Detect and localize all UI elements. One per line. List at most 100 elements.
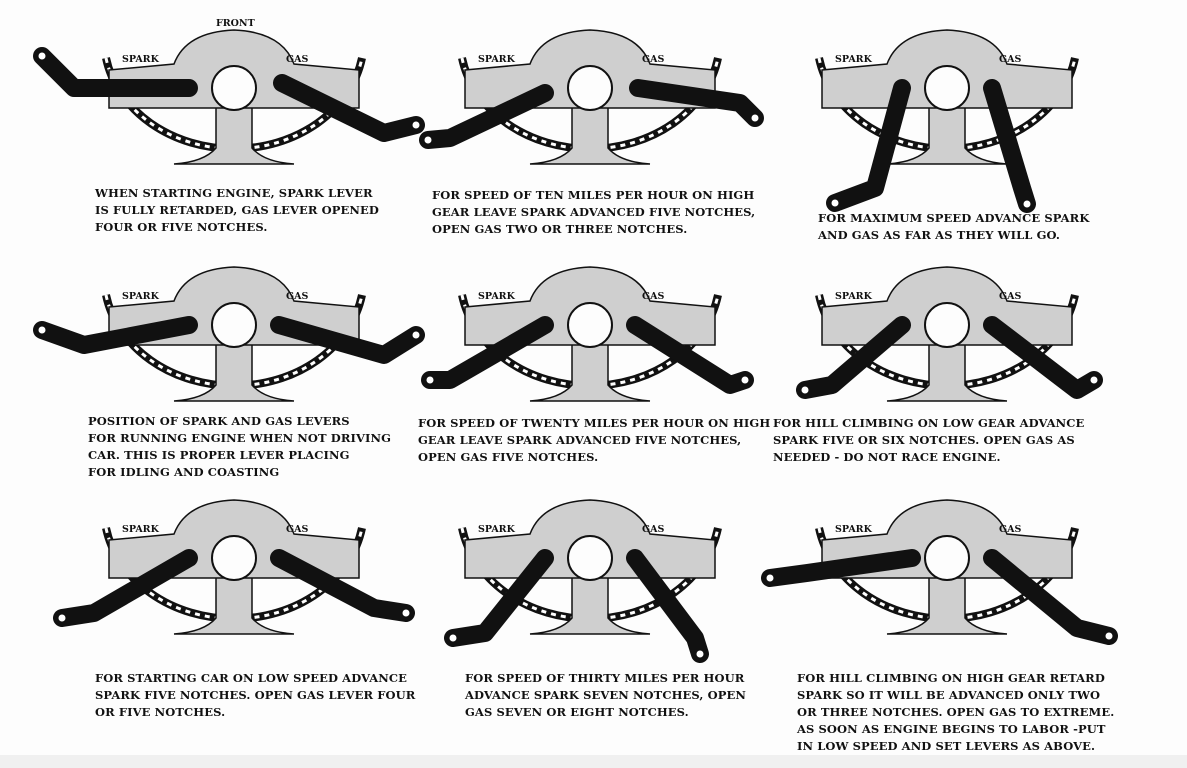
gas-lever-end-cap xyxy=(740,375,750,385)
gas-lever xyxy=(983,549,1118,645)
caption-line: FOUR OR FIVE NOTCHES. xyxy=(95,220,268,234)
gas-lever-end-cap xyxy=(695,649,705,659)
spark-label: SPARK xyxy=(122,54,160,65)
caption-line: IN LOW SPEED AND SET LEVERS AS ABOVE. xyxy=(797,739,1096,753)
caption-line: OPEN GAS TWO OR THREE NOTCHES. xyxy=(432,222,688,236)
caption-line: GEAR LEAVE SPARK ADVANCED FIVE NOTCHES, xyxy=(418,433,742,447)
quadrant-stem xyxy=(886,342,1008,402)
spark-lever xyxy=(761,549,921,587)
spark-lever xyxy=(33,47,198,97)
spark-lever-end-cap xyxy=(423,135,433,145)
caption-line: OR FIVE NOTCHES. xyxy=(95,705,226,719)
quadrant-stem xyxy=(173,105,295,165)
gas-label: GAS xyxy=(286,54,308,65)
caption-line: FOR SPEED OF TEN MILES PER HOUR ON HIGH xyxy=(432,188,755,202)
quadrant-stem xyxy=(529,342,651,402)
steering-column-hole xyxy=(567,302,613,348)
spark-label: SPARK xyxy=(478,524,516,535)
caption-line: SPARK FIVE NOTCHES. OPEN GAS LEVER FOUR xyxy=(95,688,416,702)
spark-lever xyxy=(421,316,554,389)
gas-lever-end-cap xyxy=(750,113,760,123)
caption-line: POSITION OF SPARK AND GAS LEVERS xyxy=(88,414,350,428)
caption-line: GEAR LEAVE SPARK ADVANCED FIVE NOTCHES, xyxy=(432,205,756,219)
quadrant-stem xyxy=(886,105,1008,165)
quadrant-diagram-starting-engine: SPARK GAS FRONT xyxy=(33,18,425,165)
spark-lever xyxy=(419,84,554,149)
caption-line: OR THREE NOTCHES. OPEN GAS TO EXTREME. xyxy=(797,705,1115,719)
gas-label: GAS xyxy=(286,524,308,535)
caption-hill-high-gear: FOR HILL CLIMBING ON HIGH GEAR RETARD SPA… xyxy=(797,670,1114,755)
caption-line: FOR HILL CLIMBING ON LOW GEAR ADVANCE xyxy=(773,416,1085,430)
steering-column-hole xyxy=(211,65,257,111)
gas-lever-end-cap xyxy=(1089,375,1099,385)
gas-lever xyxy=(273,74,425,142)
caption-ten-mph: FOR SPEED OF TEN MILES PER HOUR ON HIGH G… xyxy=(432,187,755,238)
spark-lever xyxy=(53,549,198,627)
caption-line: CAR. THIS IS PROPER LEVER PLACING xyxy=(88,448,350,462)
quadrant-diagram-ten-mph: SPARK GAS xyxy=(419,29,764,165)
caption-line: FOR IDLING AND COASTING xyxy=(88,465,280,479)
steering-column-hole xyxy=(567,535,613,581)
caption-line: ADVANCE SPARK SEVEN NOTCHES, OPEN xyxy=(465,688,746,702)
spark-lever-end-cap xyxy=(448,633,458,643)
steering-column-hole xyxy=(924,65,970,111)
caption-line: FOR HILL CLIMBING ON HIGH GEAR RETARD xyxy=(797,671,1105,685)
quadrant-stem xyxy=(173,575,295,635)
quadrant-stem xyxy=(529,105,651,165)
gas-lever xyxy=(983,316,1103,399)
spark-lever-end-cap xyxy=(765,573,775,583)
quadrant-diagram-starting-car-low: SPARK GAS xyxy=(53,499,415,635)
gas-label: GAS xyxy=(642,54,664,65)
spark-lever-end-cap xyxy=(800,385,810,395)
gas-label: GAS xyxy=(999,54,1021,65)
quadrant-stem xyxy=(886,575,1008,635)
spark-label: SPARK xyxy=(122,524,160,535)
caption-line: FOR STARTING CAR ON LOW SPEED ADVANCE xyxy=(95,671,407,685)
gas-lever-end-cap xyxy=(401,608,411,618)
gas-label: GAS xyxy=(642,291,664,302)
gas-lever-end-cap xyxy=(1104,631,1114,641)
steering-column-hole xyxy=(567,65,613,111)
quadrant-stem xyxy=(173,342,295,402)
spark-label: SPARK xyxy=(835,291,873,302)
caption-line: AND GAS AS FAR AS THEY WILL GO. xyxy=(818,228,1061,242)
quadrant-diagram-idling: SPARK GAS xyxy=(33,266,425,402)
gas-lever xyxy=(626,316,754,394)
spark-label: SPARK xyxy=(478,54,516,65)
caption-idling: POSITION OF SPARK AND GAS LEVERS FOR RUNN… xyxy=(88,413,391,481)
spark-label: SPARK xyxy=(122,291,160,302)
caption-line: FOR MAXIMUM SPEED ADVANCE SPARK xyxy=(818,211,1090,225)
quadrant-stem xyxy=(529,575,651,635)
spark-lever-end-cap xyxy=(37,51,47,61)
caption-maximum-speed: FOR MAXIMUM SPEED ADVANCE SPARK AND GAS A… xyxy=(818,210,1089,244)
front-label: FRONT xyxy=(216,18,255,29)
caption-line: FOR SPEED OF THIRTY MILES PER HOUR xyxy=(465,671,745,685)
caption-line: SPARK SO IT WILL BE ADVANCED ONLY TWO xyxy=(797,688,1101,702)
caption-starting-engine: WHEN STARTING ENGINE, SPARK LEVER IS FULL… xyxy=(95,185,379,236)
caption-line: WHEN STARTING ENGINE, SPARK LEVER xyxy=(95,186,373,200)
gas-lever xyxy=(626,549,709,663)
steering-column-hole xyxy=(211,535,257,581)
spark-lever xyxy=(33,316,198,354)
caption-line: NEEDED - DO NOT RACE ENGINE. xyxy=(773,450,1001,464)
gas-lever xyxy=(270,316,425,364)
gas-lever xyxy=(270,549,415,622)
spark-lever-end-cap xyxy=(37,325,47,335)
spark-lever-end-cap xyxy=(425,375,435,385)
caption-line: IS FULLY RETARDED, GAS LEVER OPENED xyxy=(95,203,379,217)
caption-thirty-mph: FOR SPEED OF THIRTY MILES PER HOUR ADVANC… xyxy=(465,670,746,721)
gas-label: GAS xyxy=(286,291,308,302)
spark-lever xyxy=(796,316,911,399)
steering-column-hole xyxy=(924,535,970,581)
spark-lever xyxy=(444,549,554,647)
gas-label: GAS xyxy=(999,524,1021,535)
spark-lever-end-cap xyxy=(830,198,840,208)
caption-twenty-mph: FOR SPEED OF TWENTY MILES PER HOUR ON HI… xyxy=(418,415,770,466)
caption-line: FOR RUNNING ENGINE WHEN NOT DRIVING xyxy=(88,431,392,445)
